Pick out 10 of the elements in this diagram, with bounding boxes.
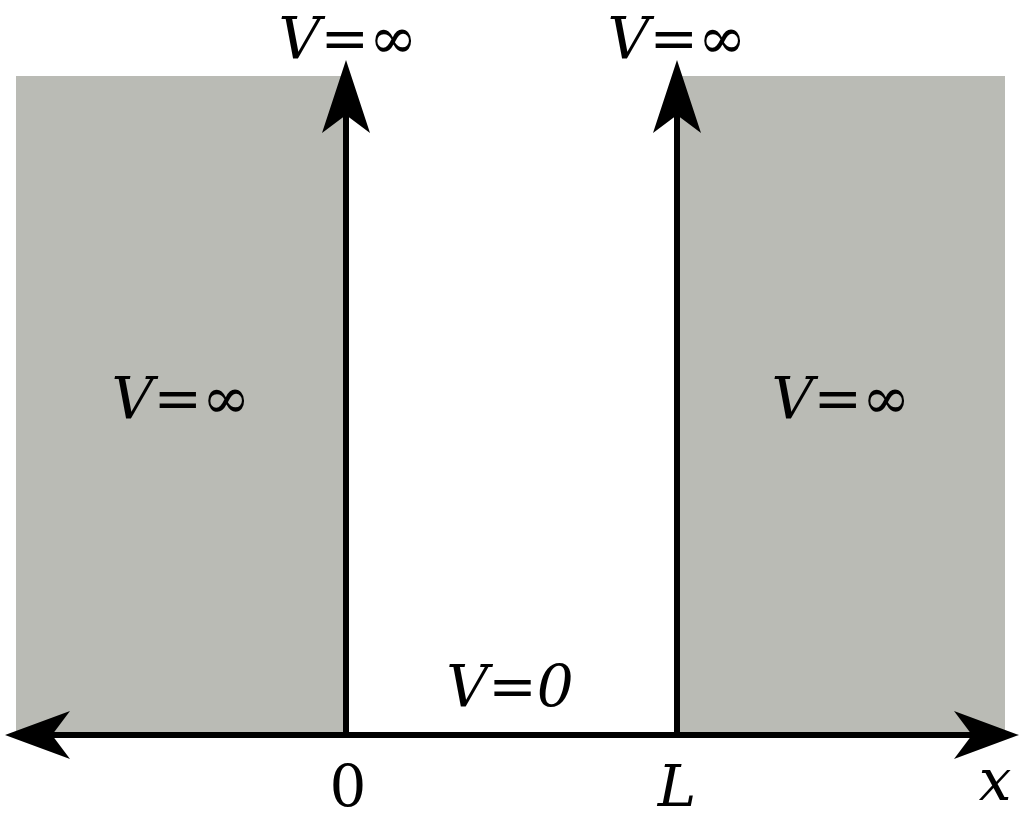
axis-label: V=∞ [278, 9, 418, 67]
shaded-region [16, 76, 346, 735]
potential-label: V=∞ [111, 363, 251, 432]
axis-label: x [978, 751, 1012, 809]
shaded-region [677, 76, 1005, 735]
potential-label: V=∞ [771, 363, 911, 432]
axis-label: V=∞ [607, 9, 747, 67]
axis-label: 0 [329, 757, 367, 815]
axis-label: V=0 [446, 657, 574, 715]
axis-label: L [657, 757, 697, 815]
